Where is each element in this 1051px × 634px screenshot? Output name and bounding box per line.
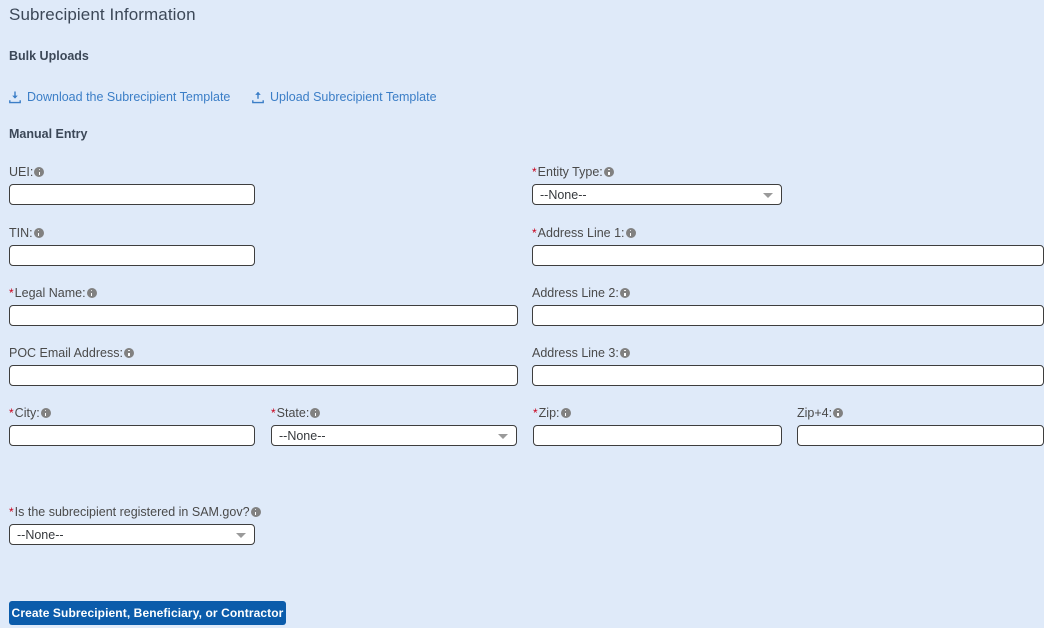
field-state: *State: --None-- xyxy=(271,406,517,446)
upload-subrecipient-template-label: Upload Subrecipient Template xyxy=(270,90,437,104)
info-icon[interactable] xyxy=(34,167,45,177)
field-sam-registered: *Is the subrecipient registered in SAM.g… xyxy=(9,505,261,545)
field-label-address-line-2: Address Line 2: xyxy=(532,286,1044,301)
field-label-entity-type: *Entity Type: xyxy=(532,165,782,180)
info-icon[interactable] xyxy=(603,167,614,177)
required-asterisk: * xyxy=(9,505,14,519)
required-asterisk: * xyxy=(271,406,276,420)
uei-input[interactable] xyxy=(9,184,255,205)
state-selected-value: --None-- xyxy=(279,428,326,443)
address-line-3-input[interactable] xyxy=(532,365,1044,386)
required-asterisk: * xyxy=(9,406,14,420)
city-input[interactable] xyxy=(9,425,255,446)
field-label-address-line-1: *Address Line 1: xyxy=(532,226,1044,241)
field-zip: *Zip: xyxy=(533,406,782,446)
field-label-zip-text: Zip: xyxy=(538,406,560,420)
field-label-tin-text: TIN: xyxy=(9,226,33,240)
info-icon[interactable] xyxy=(86,288,97,298)
sam-registered-selected-value: --None-- xyxy=(17,527,64,542)
entity-type-selected-value: --None-- xyxy=(540,187,587,202)
info-icon[interactable] xyxy=(123,348,134,358)
section-heading-manual-entry: Manual Entry xyxy=(9,127,88,141)
address-line-2-input[interactable] xyxy=(532,305,1044,326)
field-address-line-2: Address Line 2: xyxy=(532,286,1044,326)
upload-subrecipient-template-link[interactable]: Upload Subrecipient Template xyxy=(252,88,437,106)
field-label-sam-registered: *Is the subrecipient registered in SAM.g… xyxy=(9,505,261,520)
state-select[interactable]: --None-- xyxy=(271,425,517,446)
field-address-line-1: *Address Line 1: xyxy=(532,226,1044,266)
field-label-legal-name-text: Legal Name: xyxy=(14,286,86,300)
field-label-city-text: City: xyxy=(14,406,40,420)
field-label-address-line-3-text: Address Line 3: xyxy=(532,346,619,360)
zip-input[interactable] xyxy=(533,425,782,446)
field-label-poc-email: POC Email Address: xyxy=(9,346,518,361)
field-legal-name: *Legal Name: xyxy=(9,286,518,326)
field-label-state-text: State: xyxy=(276,406,310,420)
page-title: Subrecipient Information xyxy=(9,5,196,24)
download-subrecipient-template-label: Download the Subrecipient Template xyxy=(27,90,231,104)
legal-name-input[interactable] xyxy=(9,305,518,326)
field-label-uei: UEI: xyxy=(9,165,255,180)
entity-type-select[interactable]: --None-- xyxy=(532,184,782,205)
info-icon[interactable] xyxy=(40,408,51,418)
chevron-down-icon xyxy=(236,532,246,538)
field-label-address-line-3: Address Line 3: xyxy=(532,346,1044,361)
info-icon[interactable] xyxy=(560,408,571,418)
tin-input[interactable] xyxy=(9,245,255,266)
required-asterisk: * xyxy=(532,226,537,240)
upload-icon xyxy=(252,91,264,103)
info-icon[interactable] xyxy=(619,348,630,358)
field-label-zip: *Zip: xyxy=(533,406,782,421)
create-subrecipient-button[interactable]: Create Subrecipient, Beneficiary, or Con… xyxy=(9,601,286,625)
field-poc-email: POC Email Address: xyxy=(9,346,518,386)
field-entity-type: *Entity Type: --None-- xyxy=(532,165,782,205)
field-label-state: *State: xyxy=(271,406,517,421)
field-label-address-line-1-text: Address Line 1: xyxy=(537,226,625,240)
info-icon[interactable] xyxy=(619,288,630,298)
download-subrecipient-template-link[interactable]: Download the Subrecipient Template xyxy=(9,88,230,106)
field-address-line-3: Address Line 3: xyxy=(532,346,1044,386)
field-label-zip4: Zip+4: xyxy=(797,406,1044,421)
field-zip4: Zip+4: xyxy=(797,406,1044,446)
download-icon xyxy=(9,91,21,103)
field-label-zip4-text: Zip+4: xyxy=(797,406,833,420)
info-icon[interactable] xyxy=(625,228,636,238)
section-heading-bulk-uploads: Bulk Uploads xyxy=(9,49,89,63)
field-label-poc-email-text: POC Email Address: xyxy=(9,346,123,360)
info-icon[interactable] xyxy=(833,408,844,418)
zip4-input[interactable] xyxy=(797,425,1044,446)
field-label-uei-text: UEI: xyxy=(9,165,34,179)
field-label-legal-name: *Legal Name: xyxy=(9,286,518,301)
field-tin: TIN: xyxy=(9,226,255,266)
sam-registered-select[interactable]: --None-- xyxy=(9,524,255,545)
field-label-tin: TIN: xyxy=(9,226,255,241)
poc-email-input[interactable] xyxy=(9,365,518,386)
field-label-address-line-2-text: Address Line 2: xyxy=(532,286,619,300)
info-icon[interactable] xyxy=(310,408,321,418)
required-asterisk: * xyxy=(533,406,538,420)
required-asterisk: * xyxy=(9,286,14,300)
chevron-down-icon xyxy=(763,192,773,198)
address-line-1-input[interactable] xyxy=(532,245,1044,266)
field-uei: UEI: xyxy=(9,165,255,205)
field-label-city: *City: xyxy=(9,406,255,421)
info-icon[interactable] xyxy=(33,228,44,238)
field-city: *City: xyxy=(9,406,255,446)
info-icon[interactable] xyxy=(250,507,261,517)
required-asterisk: * xyxy=(532,165,537,179)
field-label-entity-type-text: Entity Type: xyxy=(537,165,603,179)
chevron-down-icon xyxy=(498,433,508,439)
field-label-sam-registered-text: Is the subrecipient registered in SAM.go… xyxy=(14,505,250,519)
